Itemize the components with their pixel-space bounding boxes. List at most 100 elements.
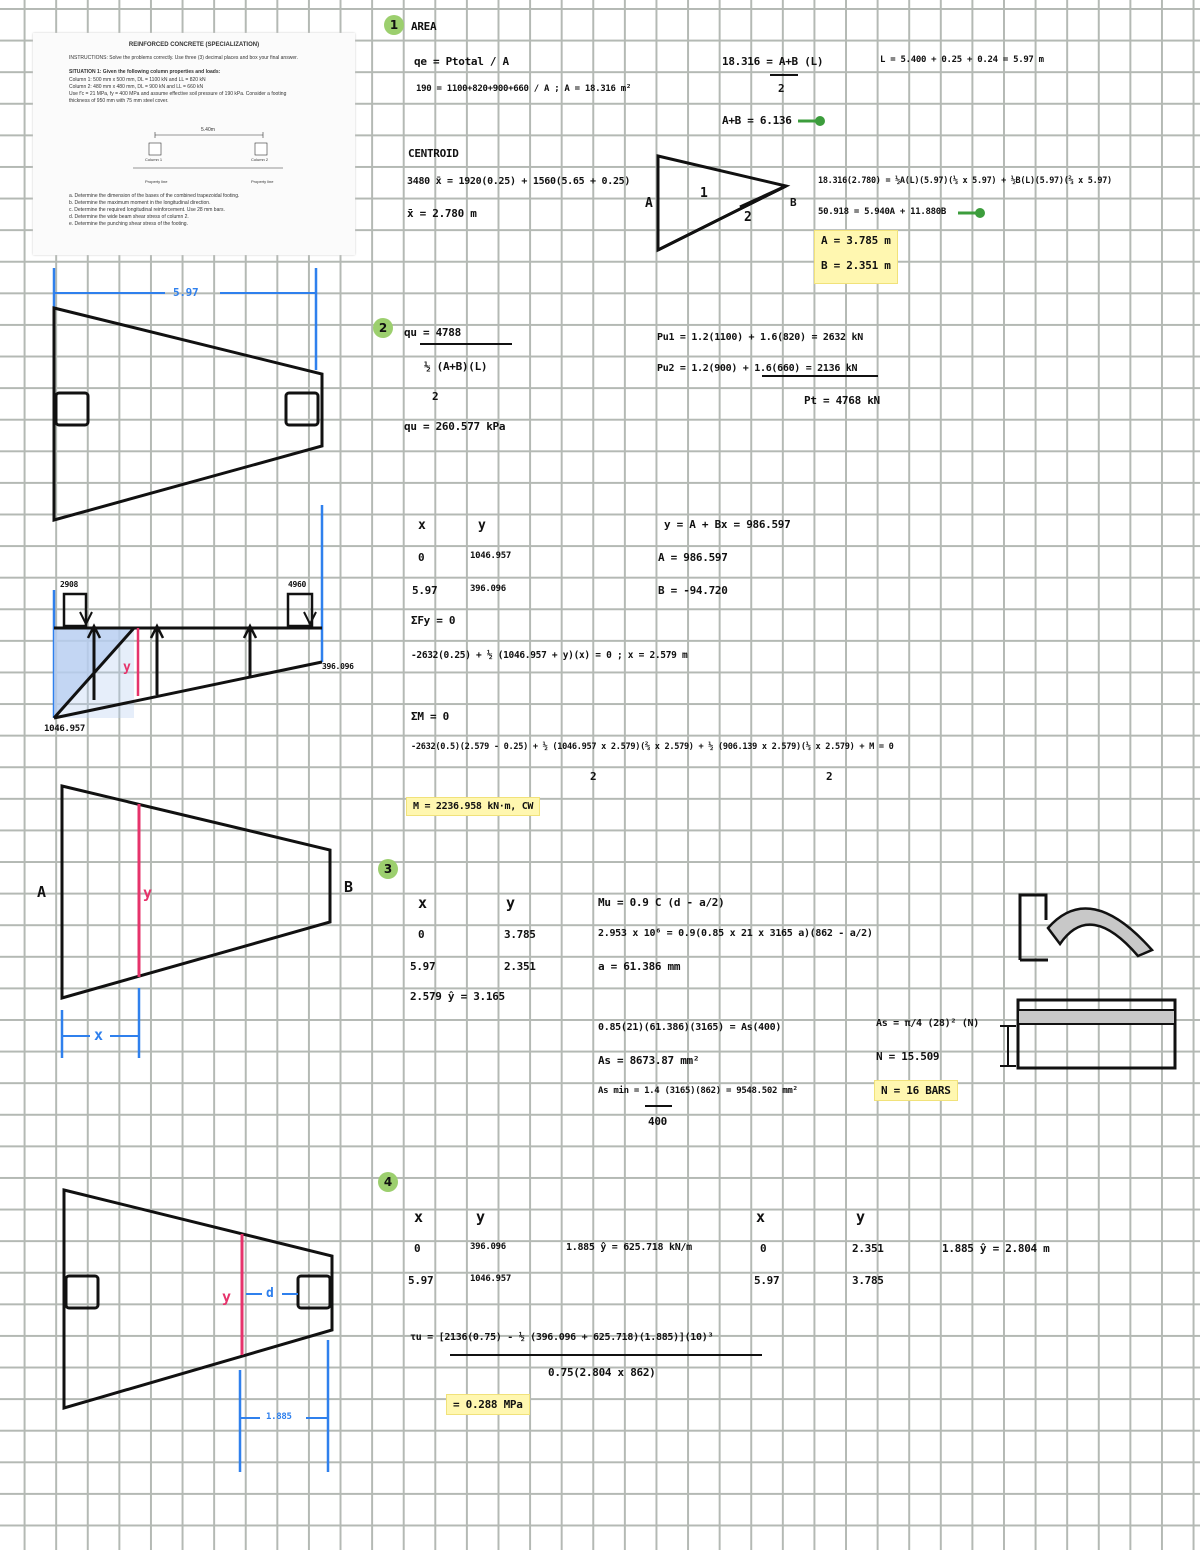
- s3-r1y: 3.785: [504, 928, 536, 941]
- pressure-right-label: 396.096: [322, 662, 354, 671]
- s3-eq1: 2.953 x 10⁶ = 0.9(0.85 x 21 x 3165 a)(86…: [598, 928, 873, 939]
- s2-sum: ΣFy = 0: [411, 614, 456, 627]
- sheet-question-b: b. Determine the maximum moment in the l…: [69, 200, 211, 206]
- s3-a: a = 61.386 mm: [598, 960, 681, 973]
- badge-2: 2: [373, 318, 393, 338]
- trapezoid-plan-3: [62, 1188, 334, 1472]
- s3-nn: N = 15.509: [876, 1050, 940, 1063]
- trapezoid-plan-2: [60, 784, 332, 1058]
- s4-y-head: y: [476, 1208, 485, 1226]
- s2-p3: Pt = 4768 kN: [804, 394, 880, 407]
- load-right-label: 4960: [288, 580, 307, 589]
- sheet-diagram: [133, 132, 283, 169]
- s2-m-eq1: -2632(0.5)(2.579 - 0.25) + ½ (1046.957 x…: [411, 742, 894, 752]
- s2-m-b1: 2: [590, 770, 597, 783]
- badge-3: 3: [378, 859, 398, 879]
- s3-y-head: y: [506, 894, 515, 912]
- s4-r1y2: 2.351: [852, 1242, 884, 1255]
- sheet-situation: SITUATION 1: Given the following column …: [69, 69, 221, 75]
- triangle-A-label: A: [645, 196, 653, 211]
- s1-centroid: CENTROID: [408, 147, 459, 160]
- badge-1: 1: [384, 15, 404, 35]
- sheet-column1: Column 1: 500 mm x 500 mm, DL = 1100 kN …: [69, 77, 206, 83]
- s2-m-b2: 2: [826, 770, 833, 783]
- s1-eq2: A+B = 6.136: [722, 114, 792, 127]
- s3-r2x: 5.97: [410, 960, 436, 973]
- s3-r2y: 2.351: [504, 960, 536, 973]
- trap3-y-label: y: [222, 1288, 231, 1306]
- triangle-B-label: B: [790, 196, 797, 209]
- trap3-dim-label: 1.885: [266, 1412, 292, 1422]
- s4-x2-head: x: [756, 1208, 765, 1226]
- s3-formula: As = π/4 (28)² (N): [876, 1018, 979, 1029]
- trap2-B-label: B: [344, 878, 353, 896]
- s1-c1: 3480 x̄ = 1920(0.25) + 1560(5.65 + 0.25): [407, 176, 631, 187]
- s2-m: ΣM = 0: [411, 710, 449, 723]
- s3-eq2: 0.85(21)(61.386)(3165) = As(400): [598, 1022, 782, 1033]
- s4-r1x2: 0: [760, 1242, 767, 1255]
- s1-ans-A: A = 3.785 m: [821, 234, 891, 247]
- beam-sketch: [1000, 893, 1177, 1070]
- s4-r2x2: 5.97: [754, 1274, 780, 1287]
- s1-line2: 190 = 1100+820+900+660 / A ; A = 18.316 …: [416, 84, 631, 94]
- s2-sum-eq: -2632(0.25) + ½ (1046.957 + y)(x) = 0 ; …: [411, 650, 688, 661]
- length-label: 5.97: [173, 286, 199, 299]
- trap2-x-label: x: [94, 1026, 103, 1044]
- sheet-prop-left: Property line: [145, 179, 168, 184]
- s3-n-answer: N = 16 BARS: [874, 1080, 958, 1101]
- s3-asmin: As min = 1.4 (3165)(862) = 9548.502 mm²: [598, 1086, 798, 1096]
- s2-x-head: x: [418, 518, 426, 533]
- s2-r1x: 0: [418, 551, 425, 564]
- s2-y-head: y: [478, 518, 486, 533]
- s4-tau-b: 0.75(2.804 x 862): [548, 1366, 656, 1379]
- s3-asmin-b: 400: [648, 1115, 667, 1128]
- triangle-2-label: 2: [744, 210, 752, 225]
- s1-eq1: 18.316 = A+B (L): [722, 55, 824, 68]
- s3-x-head: x: [418, 894, 427, 912]
- s1-eq3: 18.316(2.780) = ½A(L)(5.97)(⅓ x 5.97) + …: [818, 176, 1112, 186]
- s2-q1: qu = 4788: [404, 326, 461, 339]
- sheet-dimension: 5.40m: [201, 127, 215, 133]
- badge-4: 4: [378, 1172, 398, 1192]
- s1-eq1b: 2: [778, 82, 785, 95]
- s2-q1b: ½ (A+B)(L): [424, 360, 488, 373]
- s4-r2x: 5.97: [408, 1274, 434, 1287]
- load-diagram: [52, 505, 324, 720]
- green-arrows: [798, 116, 985, 218]
- sheet-use1: Use f'c = 21 MPa, fy = 400 MPa and assum…: [69, 91, 287, 97]
- s4-res2: 1.885 ŷ = 2.804 m: [942, 1242, 1050, 1255]
- s4-x-head: x: [414, 1208, 423, 1226]
- s4-tau: τu = [2136(0.75) - ½ (396.096 + 625.718)…: [410, 1332, 714, 1343]
- s4-res1: 1.885 ŷ = 625.718 kN/m: [566, 1242, 692, 1253]
- s1-ans-B: B = 2.351 m: [821, 259, 891, 272]
- load-y-label: y: [123, 660, 131, 675]
- pressure-left-label: 1046.957: [44, 724, 85, 734]
- trap2-y-label: y: [143, 884, 152, 902]
- s2-p1: Pu1 = 1.2(1100) + 1.6(820) = 2632 kN: [657, 332, 863, 343]
- triangle-diagram: [656, 154, 791, 253]
- sheet-question-a: a. Determine the dimension of the bases …: [69, 193, 240, 199]
- s2-q1c: 2: [432, 390, 439, 403]
- s1-c2: x̄ = 2.780 m: [407, 207, 477, 220]
- s2-r2y: 396.096: [470, 584, 506, 594]
- s1-eq4: 50.918 = 5.940A + 11.880B: [818, 207, 946, 217]
- sheet-column2: Column 2: 480 mm x 480 mm, DL = 900 kN a…: [69, 84, 204, 90]
- s2-answer: M = 2236.958 kN·m, CW: [406, 797, 541, 816]
- s3-r3: 2.579 ŷ = 3.165: [410, 990, 505, 1003]
- s3-mu: Mu = 0.9 C (d - a/2): [598, 896, 725, 909]
- s2-B: B = -94.720: [658, 584, 728, 597]
- s1-line1: qe = Ptotal / A: [414, 55, 509, 68]
- s2-r1y: 1046.957: [470, 551, 511, 561]
- problem-sheet: REINFORCED CONCRETE (SPECIALIZATION) INS…: [33, 33, 355, 255]
- s2-p2: Pu2 = 1.2(900) + 1.6(660) = 2136 kN: [657, 363, 858, 374]
- load-left-label: 2908: [60, 580, 79, 589]
- s4-answer: = 0.288 MPa: [446, 1394, 530, 1415]
- s2-q2: qu = 260.577 kPa: [404, 420, 506, 433]
- sheet-question-d: d. Determine the wide beam shear stress …: [69, 214, 189, 220]
- s3-as: As = 8673.87 mm²: [598, 1054, 700, 1067]
- trap2-A-label: A: [37, 883, 46, 901]
- sheet-instructions: INSTRUCTIONS: Solve the problems correct…: [69, 55, 298, 61]
- s1-L: L = 5.400 + 0.25 + 0.24 = 5.97 m: [880, 55, 1044, 65]
- sheet-col1: Column 1: [145, 157, 163, 162]
